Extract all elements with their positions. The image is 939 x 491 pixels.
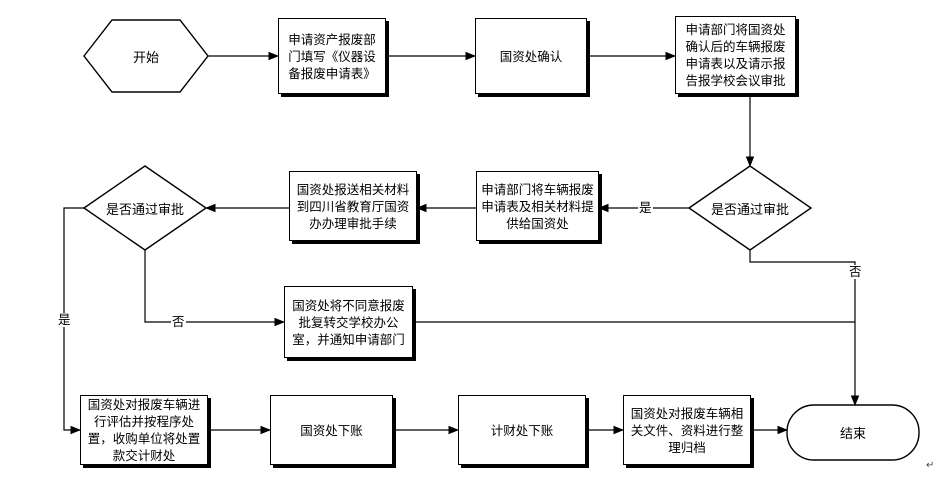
process-apply-fill: 申请资产报废部门填写《仪器设备报废申请表》 — [278, 18, 386, 94]
process-gzc-archive: 国资处对报废车辆相关文件、资料进行整理归档 — [623, 395, 751, 465]
edge-province-no — [144, 250, 286, 327]
process-dept-report: 申请部门将国资处确认后的车辆报废申请表以及请示报告报学校会议审批 — [675, 16, 796, 94]
process-gzc-account: 国资处下账 — [270, 395, 393, 465]
process-gzc-reject-notice: 国资处将不同意报废批复转交学校办公室，并通知申请部门 — [284, 286, 413, 358]
process-finance-account: 计财处下账 — [458, 395, 586, 465]
process-gzc-send-province-text: 国资处报送相关材料到四川省教育厅国资办办理审批手续 — [296, 181, 410, 231]
process-dept-submit-text: 申请部门将车辆报废申请表及相关材料提供给国资处 — [481, 181, 594, 231]
decision-diamond-meeting — [687, 165, 813, 251]
process-gzc-reject-notice-text: 国资处将不同意报废批复转交学校办公室，并通知申请部门 — [292, 297, 405, 347]
decision-meeting-label: 是否通过审批 — [710, 202, 789, 218]
process-finance-account-text: 计财处下账 — [490, 422, 554, 438]
decision-province-label: 是否通过审批 — [105, 202, 184, 218]
edge-label-meeting-yes: 是 — [638, 200, 653, 215]
process-gzc-archive-text: 国资处对报废车辆相关文件、资料进行整理归档 — [630, 405, 744, 455]
process-dept-report-text: 申请部门将国资处确认后的车辆报废申请表以及请示报告报学校会议审批 — [685, 22, 786, 88]
process-gzc-confirm-text: 国资处确认 — [499, 48, 563, 64]
process-gzc-evaluate-text: 国资处对报废车辆进行评估并按程序处置，收购单位将处置款交计财处 — [87, 397, 201, 463]
end-label: 结束 — [839, 427, 866, 442]
edge-label-meeting-no: 否 — [848, 264, 863, 279]
process-gzc-send-province: 国资处报送相关材料到四川省教育厅国资办办理审批手续 — [289, 171, 417, 241]
process-apply-fill-text: 申请资产报废部门填写《仪器设备报废申请表》 — [288, 31, 376, 81]
paragraph-mark: ↵ — [926, 460, 935, 471]
edge-label-province-yes: 是 — [57, 312, 72, 327]
process-gzc-account-text: 国资处下账 — [300, 422, 363, 438]
process-gzc-evaluate: 国资处对报废车辆进行评估并按程序处置，收购单位将处置款交计财处 — [80, 395, 208, 465]
edge-meeting-no — [749, 250, 860, 407]
start-label: 开始 — [132, 50, 159, 66]
edge-label-province-no: 否 — [171, 314, 186, 329]
process-dept-submit: 申请部门将车辆报废申请表及相关材料提供给国资处 — [476, 171, 599, 241]
process-gzc-confirm: 国资处确认 — [475, 18, 587, 94]
